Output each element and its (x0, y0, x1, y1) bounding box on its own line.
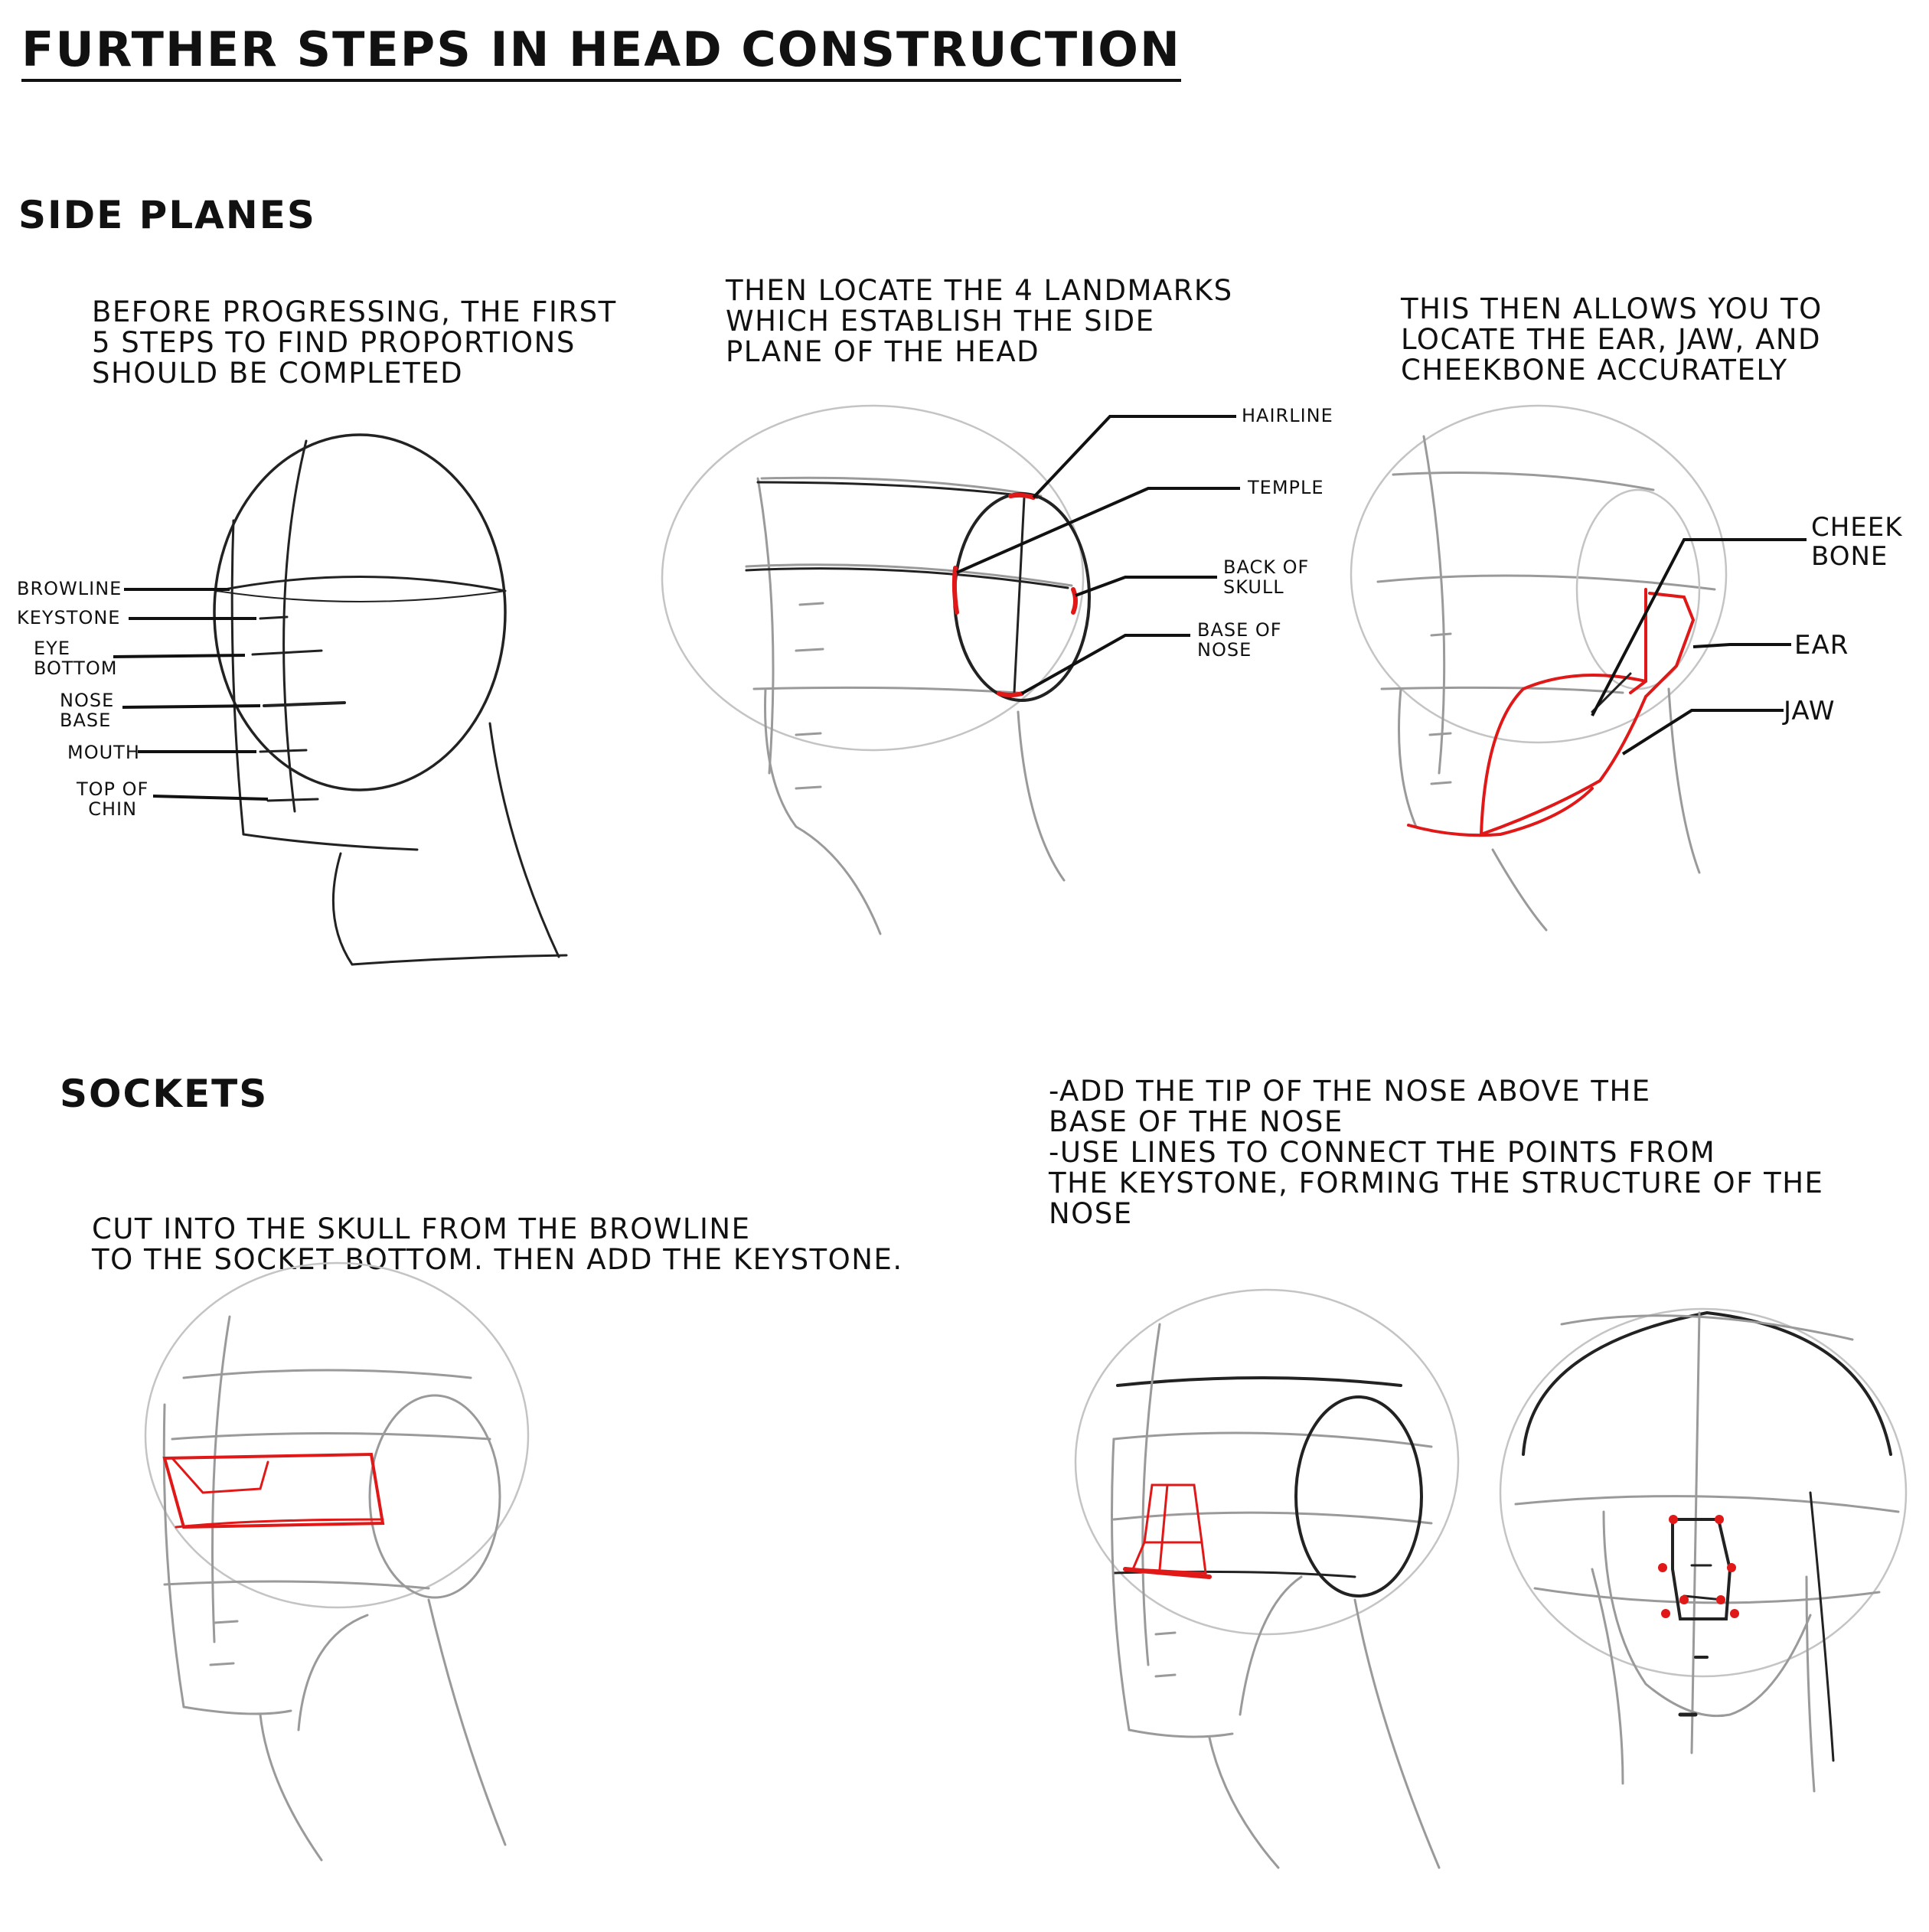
label-mouth: MOUTH (67, 742, 140, 763)
nose-point-marker (1727, 1563, 1736, 1572)
text-line: CUT INTO THE SKULL FROM THE BROWLINE (92, 1212, 751, 1245)
label-keystone: KEYSTONE (17, 607, 121, 628)
text-line: WHICH ESTABLISH THE SIDE (726, 305, 1155, 338)
side-planes-step3-text: THIS THEN ALLOWS YOU TO LOCATE THE EAR, … (1401, 294, 1823, 386)
side-planes-heading: SIDE PLANES (18, 193, 316, 237)
label-line: NOSE (1197, 639, 1252, 661)
label-cheek-bone: CHEEK BONE (1811, 513, 1903, 571)
label-nose-base: NOSE BASE (60, 690, 114, 730)
side-planes-step1-text: BEFORE PROGRESSING, THE FIRST 5 STEPS TO… (92, 297, 617, 389)
label-line: CHEEK (1811, 512, 1903, 543)
nose-point-marker (1716, 1595, 1725, 1604)
page-title: FURTHER STEPS IN HEAD CONSTRUCTION (21, 21, 1181, 82)
label-temple: TEMPLE (1248, 477, 1324, 498)
label-top-of-chin: TOP OF CHIN (77, 779, 149, 819)
label-hairline: HAIRLINE (1242, 405, 1333, 426)
text-line: THE KEYSTONE, FORMING THE STRUCTURE OF T… (1049, 1167, 1824, 1199)
text-line: THIS THEN ALLOWS YOU TO (1401, 292, 1823, 325)
text-line: -USE LINES TO CONNECT THE POINTS FROM (1049, 1136, 1716, 1169)
label-line: BOTTOM (34, 658, 118, 679)
label-ear: EAR (1794, 630, 1849, 661)
label-base-of-nose: BASE OF NOSE (1197, 620, 1282, 660)
text-line: 5 STEPS TO FIND PROPORTIONS (92, 326, 576, 359)
text-line: -ADD THE TIP OF THE NOSE ABOVE THE (1049, 1075, 1651, 1108)
head-socket-sketch (144, 1261, 530, 1862)
nose-point-marker (1715, 1515, 1724, 1524)
head-proportions-sketch (113, 433, 568, 966)
label-line: BACK OF (1223, 556, 1310, 578)
label-line: TOP OF (77, 778, 149, 800)
label-line: BASE OF (1197, 619, 1282, 641)
label-line: SKULL (1223, 576, 1284, 598)
text-line: LOCATE THE EAR, JAW, AND (1401, 323, 1822, 356)
head-nose-sketch (1074, 1288, 1460, 1869)
text-line: PLANE OF THE HEAD (726, 335, 1040, 368)
label-line: CHIN (88, 798, 138, 820)
head-front-sketch (1499, 1307, 1908, 1793)
nose-point-marker (1730, 1609, 1739, 1618)
nose-point-marker (1669, 1515, 1678, 1524)
text-line: BEFORE PROGRESSING, THE FIRST (92, 295, 617, 328)
label-back-of-skull: BACK OF SKULL (1223, 557, 1309, 597)
label-jaw: JAW (1784, 696, 1836, 726)
label-line: BONE (1811, 541, 1888, 572)
sockets-step1-text: CUT INTO THE SKULL FROM THE BROWLINE TO … (92, 1214, 903, 1275)
head-landmarks-sketch (661, 404, 1240, 935)
side-planes-step2-text: THEN LOCATE THE 4 LANDMARKS WHICH ESTABL… (726, 276, 1233, 367)
text-line: CHEEKBONE ACCURATELY (1401, 354, 1788, 387)
text-line: THEN LOCATE THE 4 LANDMARKS (726, 274, 1233, 307)
nose-point-marker (1679, 1595, 1689, 1604)
nose-point-marker (1661, 1609, 1670, 1618)
sockets-step2-text: -ADD THE TIP OF THE NOSE ABOVE THE BASE … (1049, 1076, 1823, 1229)
label-line: NOSE (60, 690, 115, 711)
text-line: NOSE (1049, 1197, 1133, 1230)
label-line: EYE (34, 638, 70, 659)
text-line: BASE OF THE NOSE (1049, 1105, 1343, 1138)
text-line: SHOULD BE COMPLETED (92, 357, 464, 390)
nose-point-marker (1658, 1563, 1667, 1572)
sockets-heading: SOCKETS (60, 1072, 269, 1116)
label-eye-bottom: EYE BOTTOM (34, 638, 117, 678)
text-line: TO THE SOCKET BOTTOM. THEN ADD THE KEYST… (92, 1243, 903, 1276)
head-features-sketch (1350, 404, 1807, 932)
label-browline: BROWLINE (17, 578, 122, 599)
label-line: BASE (60, 710, 112, 731)
